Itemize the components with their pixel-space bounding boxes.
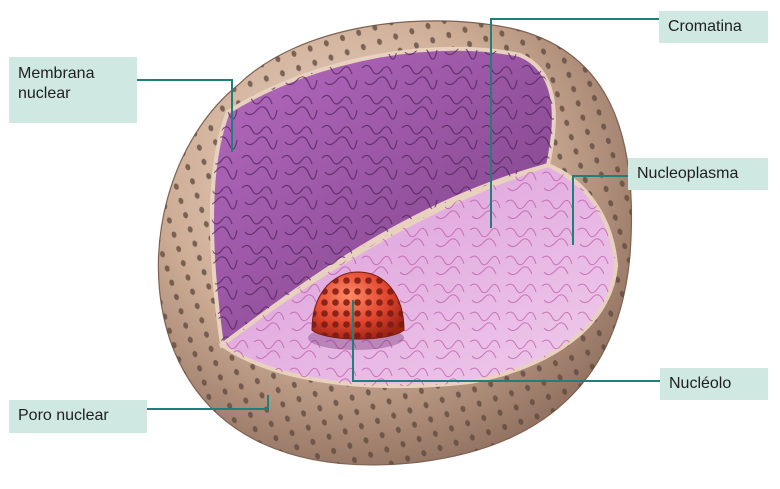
label-poro-nuclear: Poro nuclear: [9, 400, 147, 433]
label-nucleoplasma: Nucleoplasma: [628, 158, 768, 190]
label-cromatina: Cromatina: [659, 11, 768, 43]
label-membrana-nuclear: Membrana nuclear: [9, 57, 137, 123]
label-nucleolo: Nucléolo: [660, 368, 768, 400]
